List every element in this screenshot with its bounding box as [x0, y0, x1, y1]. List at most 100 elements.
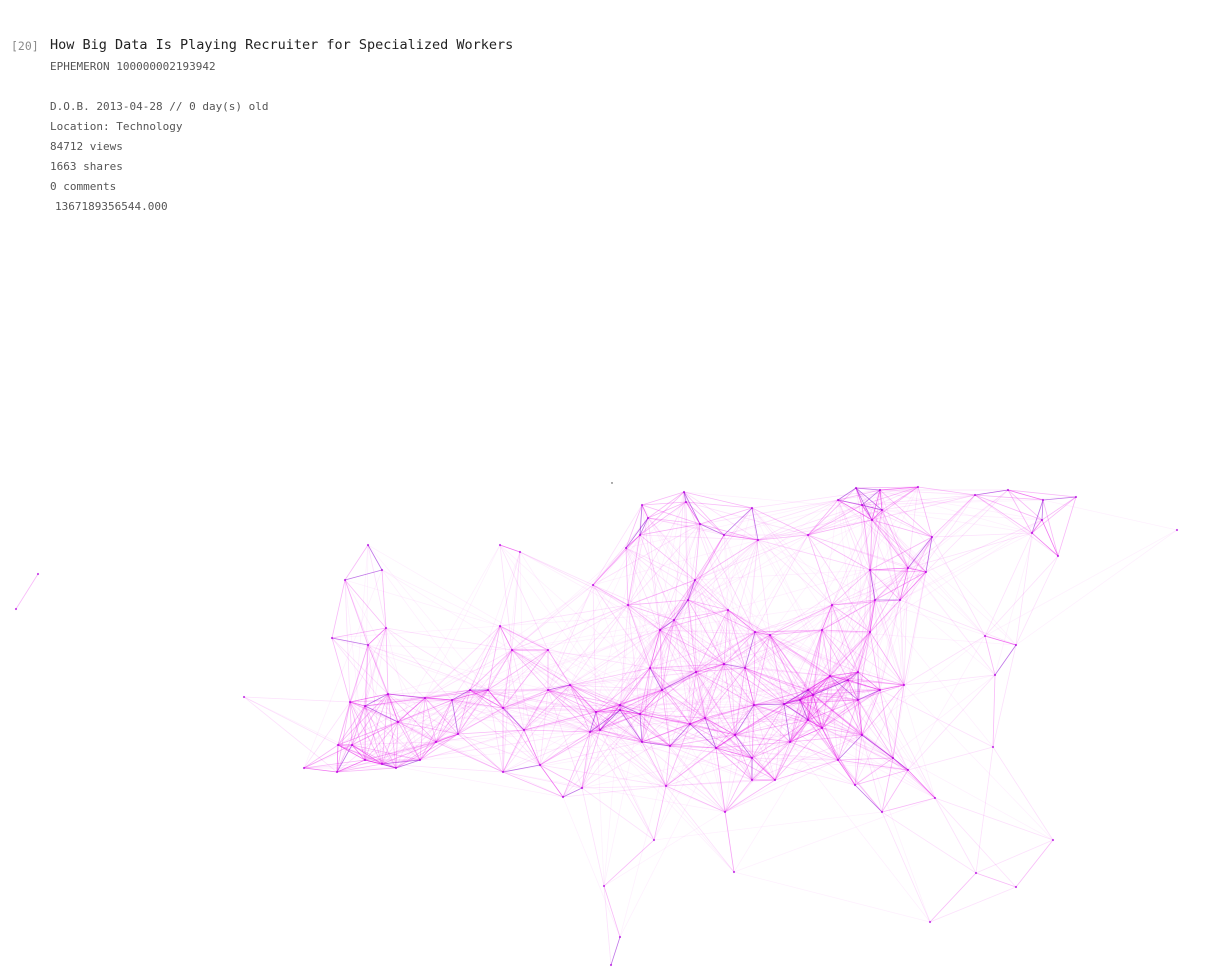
graph-edge [812, 671, 859, 696]
graph-edge [881, 509, 1043, 521]
graph-edge [547, 671, 697, 691]
graph-edge [744, 567, 909, 669]
graph-edge [619, 523, 701, 706]
graph-edge [831, 604, 909, 771]
graph-edge [831, 604, 859, 673]
graph-edge [821, 536, 933, 729]
graph-edge [751, 507, 809, 536]
graph-edge [907, 494, 976, 569]
graph-node [682, 490, 686, 494]
graph-node [546, 648, 550, 652]
graph-node [878, 488, 882, 492]
graph-edge [673, 619, 726, 813]
graph-edge [599, 671, 697, 731]
graph-edge [687, 599, 859, 673]
graph-edge [774, 604, 833, 781]
graph-edge [337, 744, 397, 769]
graph-edge [715, 747, 909, 771]
graph-edge [715, 734, 736, 749]
graph-edge [751, 507, 881, 691]
graph-edge [639, 713, 736, 736]
graph-edge [694, 507, 753, 581]
graph-edge [753, 699, 801, 706]
graph-edge [874, 571, 927, 601]
graph-edge [683, 491, 725, 536]
graph-edge [641, 717, 706, 743]
graph-edge [903, 536, 933, 686]
graph-edge [837, 486, 919, 501]
graph-edge [619, 709, 717, 749]
graph-edge [639, 579, 696, 715]
graph-edge [861, 689, 881, 736]
graph-node [386, 692, 390, 696]
graph-edge [639, 491, 685, 715]
graph-edge [669, 671, 697, 747]
graph-node [1014, 885, 1018, 889]
graph-edge [821, 571, 927, 631]
graph-edge [381, 707, 504, 765]
graph-edge [724, 719, 809, 813]
graph-edge [599, 704, 621, 731]
graph-edge [1007, 489, 1044, 501]
graph-edge [751, 703, 785, 759]
graph-edge [727, 609, 894, 759]
graph-node [983, 634, 987, 638]
graph-edge [519, 551, 643, 743]
graph-edge [673, 619, 791, 743]
graph-edge [349, 701, 459, 735]
graph-edge [511, 649, 571, 686]
graph-node [538, 763, 542, 767]
graph-edge [733, 727, 823, 873]
graph-node [598, 728, 602, 732]
graph-edge [349, 701, 437, 743]
graph-edge [661, 619, 675, 691]
graph-edge [723, 486, 919, 536]
graph-node [686, 598, 690, 602]
graph-edge [499, 544, 663, 691]
graph-node [640, 740, 644, 744]
graph-edge [457, 733, 504, 773]
graph-edge [599, 729, 667, 787]
graph-edge [723, 534, 736, 736]
graph-edge [487, 689, 504, 709]
graph-edge [704, 675, 831, 719]
graph-node [580, 786, 584, 790]
graph-edge [502, 707, 525, 731]
graph-edge [619, 699, 801, 706]
graph-node [456, 732, 460, 736]
graph-edge [649, 534, 725, 669]
graph-edge [837, 499, 871, 633]
graph-edge [599, 667, 651, 731]
graph-edge [349, 701, 383, 765]
graph-edge [855, 487, 881, 491]
graph-edge [694, 579, 839, 761]
graph-edge [799, 631, 871, 701]
graph-edge [599, 709, 621, 731]
graph-edge [469, 689, 504, 709]
graph-edge [723, 609, 729, 665]
graph-edge [753, 699, 859, 706]
graph-edge [502, 649, 513, 773]
graph-edge [661, 663, 725, 691]
graph-edge [511, 579, 696, 651]
graph-edge [874, 599, 1017, 646]
graph-edge [303, 744, 353, 769]
graph-edge [847, 536, 933, 681]
graph-edge [861, 504, 927, 573]
graph-edge [639, 713, 706, 719]
graph-edge [364, 644, 369, 761]
graph-edge [744, 604, 833, 669]
graph-edge [847, 679, 881, 691]
graph-edge [857, 569, 871, 673]
graph-edge [243, 696, 338, 773]
graph-edge [799, 699, 809, 721]
graph-edge [469, 649, 513, 691]
article-title[interactable]: How Big Data Is Playing Recruiter for Sp… [50, 37, 514, 53]
graph-edge [695, 671, 706, 719]
graph-edge [502, 764, 541, 773]
graph-edge [457, 707, 504, 735]
graph-edge [595, 671, 697, 713]
graph-edge [669, 667, 746, 747]
graph-edge [754, 631, 831, 677]
graph-edge [733, 871, 931, 923]
